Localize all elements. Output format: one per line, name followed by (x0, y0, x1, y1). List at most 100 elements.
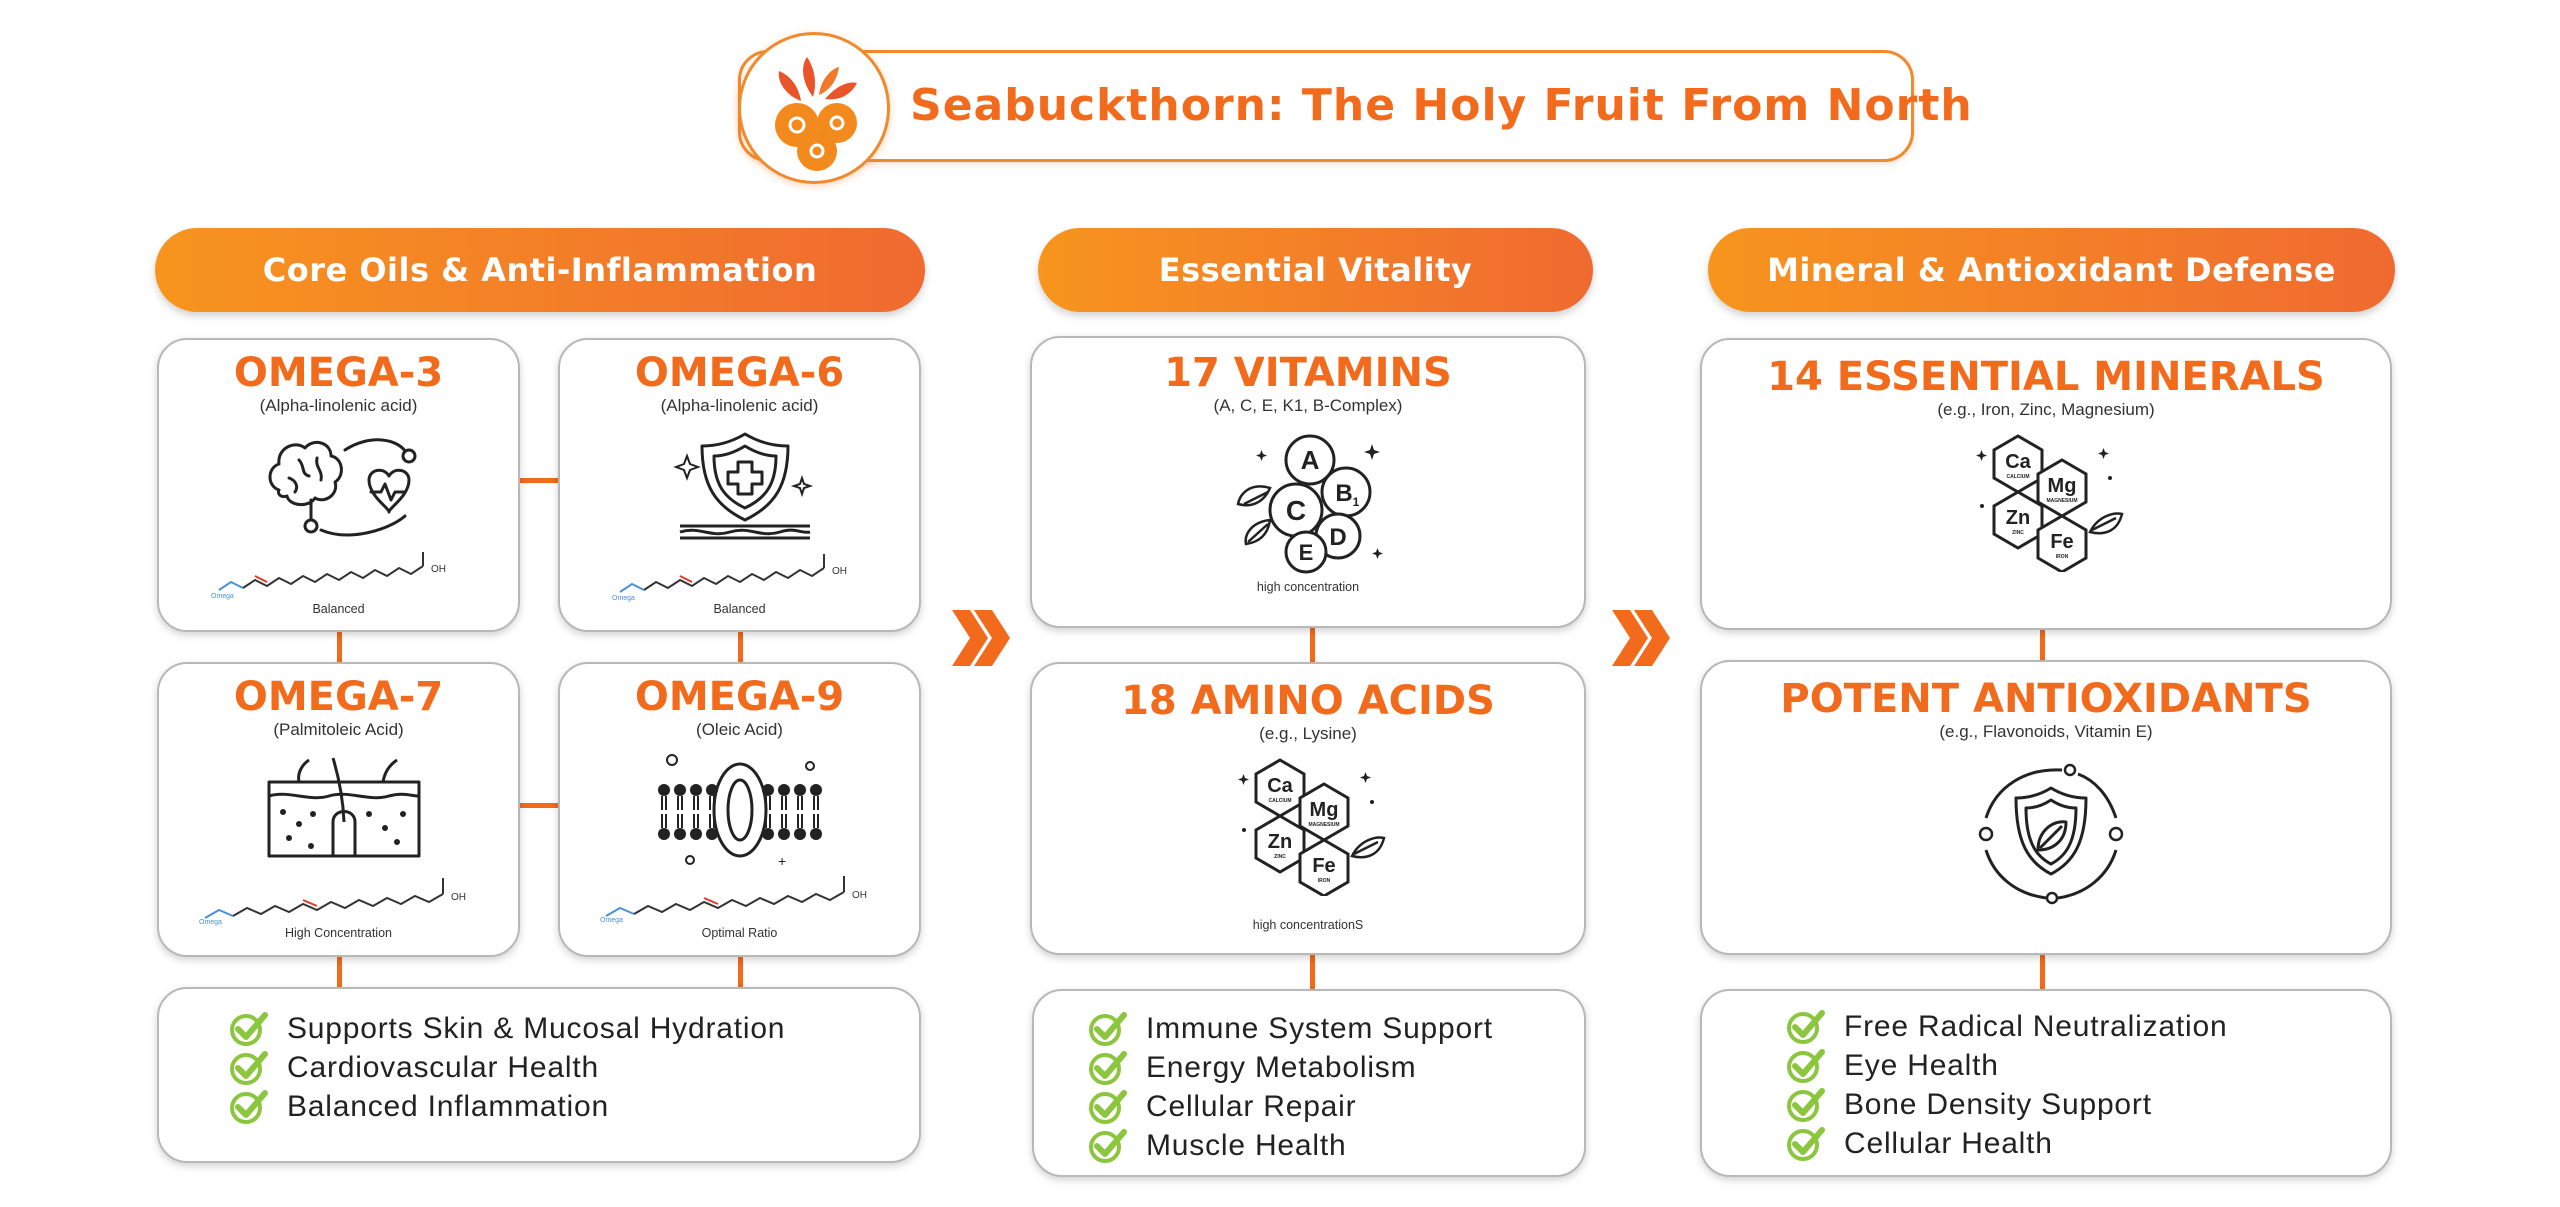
benefit-item: Immune System Support (1088, 1009, 1493, 1048)
card-title: 18 AMINO ACIDS (1121, 678, 1495, 724)
benefit-item: Supports Skin & Mucosal Hydration (229, 1009, 785, 1048)
element-name: MAGNESIUM (1308, 822, 1339, 828)
connector (738, 632, 743, 662)
check-icon (1787, 1048, 1825, 1083)
card-title: OMEGA-6 (634, 350, 845, 396)
card-subtitle: (e.g., Lysine) (1259, 724, 1357, 743)
card-subtitle: (Alpha-linolenic acid) (660, 396, 819, 415)
svg-text:1: 1 (1353, 495, 1360, 509)
svg-text:OH: OH (451, 892, 466, 903)
antioxidant-benefits-card: Free Radical Neutralization Eye Health B… (1700, 989, 2392, 1177)
vitamins-card: 17 VITAMINS (A, C, E, K1, B-Complex) A B… (1030, 336, 1586, 628)
antioxidants-card: POTENT ANTIOXIDANTS (e.g., Flavonoids, V… (1700, 660, 2392, 955)
benefit-item: Energy Metabolism (1088, 1048, 1493, 1087)
structure-label: Omega (211, 593, 234, 600)
card-subtitle: (e.g., Iron, Zinc, Magnesium) (1937, 400, 2155, 419)
check-icon (1089, 1050, 1127, 1085)
element-symbol: Fe (2050, 531, 2073, 553)
check-icon (230, 1089, 268, 1124)
vitamin-letter: B (1335, 480, 1352, 507)
check-icon (1787, 1126, 1825, 1161)
element-symbol: Zn (1268, 831, 1292, 853)
shield-leaf-icon (1978, 763, 2124, 905)
benefit-item: Bone Density Support (1786, 1085, 2227, 1124)
svg-text:+: + (778, 853, 786, 868)
card-title: OMEGA-9 (634, 674, 845, 720)
connector (2040, 955, 2045, 989)
benefit-label: Cardiovascular Health (287, 1050, 599, 1084)
connector (738, 957, 743, 987)
benefit-item: Balanced Inflammation (229, 1087, 785, 1126)
minerals-card: 14 ESSENTIAL MINERALS (e.g., Iron, Zinc,… (1700, 338, 2392, 630)
benefits-list: Free Radical Neutralization Eye Health B… (1786, 1007, 2227, 1163)
benefit-item: Free Radical Neutralization (1786, 1007, 2227, 1046)
check-icon (1089, 1128, 1127, 1163)
card-caption: high concentration (1256, 580, 1360, 594)
amino-acids-card: 18 AMINO ACIDS (e.g., Lysine) Ca CALCIUM… (1030, 662, 1586, 955)
structure-label: Omega (600, 917, 623, 924)
card-caption: Balanced (713, 602, 766, 616)
svg-text:OH: OH (431, 564, 446, 575)
page-title: Seabuckthorn: The Holy Fruit From North (910, 80, 1973, 131)
benefit-item: Cellular Repair (1088, 1087, 1493, 1126)
vitamin-letter: E (1299, 540, 1314, 565)
double-chevron-right-icon (952, 610, 1010, 666)
connector (520, 478, 558, 483)
benefit-label: Balanced Inflammation (287, 1089, 609, 1123)
card-subtitle: (Alpha-linolenic acid) (259, 396, 418, 415)
benefit-label: Supports Skin & Mucosal Hydration (287, 1011, 786, 1045)
card-caption: Optimal Ratio (701, 926, 778, 940)
connector (1310, 628, 1315, 662)
fatty-acid-structure-icon: OH Omega (199, 878, 466, 926)
card-subtitle: (A, C, E, K1, B-Complex) (1213, 396, 1403, 415)
omega-6-card: OMEGA-6 (Alpha-linolenic acid) OH Omega … (558, 338, 921, 632)
vitality-benefits-card: Immune System Support Energy Metabolism … (1032, 989, 1586, 1177)
benefit-label: Eye Health (1844, 1048, 1999, 1082)
element-name: ZINC (1274, 854, 1286, 860)
card-title: 17 VITAMINS (1164, 350, 1452, 396)
minerals-hex-icon: Ca CALCIUM Mg MAGNESIUM Zn ZINC Fe IRON (1238, 758, 1386, 896)
element-name: CALCIUM (2006, 474, 2029, 480)
benefit-item: Cardiovascular Health (229, 1048, 785, 1087)
benefit-item: Cellular Health (1786, 1124, 2227, 1163)
card-title: 14 ESSENTIAL MINERALS (1767, 354, 2325, 400)
brain-heart-icon (268, 438, 417, 537)
fatty-acid-structure-icon: OH Omega (600, 876, 867, 924)
element-name: IRON (2056, 554, 2069, 560)
fatty-acid-structure-icon: OH Omega (211, 552, 446, 600)
omega-7-card: OMEGA-7 (Palmitoleic Acid) OH Omega High… (157, 662, 520, 957)
check-icon (1787, 1087, 1825, 1122)
shield-cross-icon (673, 432, 814, 540)
column-header-essential-vitality: Essential Vitality (1038, 228, 1593, 312)
column-header-mineral-antioxidant: Mineral & Antioxidant Defense (1708, 228, 2395, 312)
element-name: MAGNESIUM (2046, 498, 2077, 504)
benefit-label: Cellular Repair (1146, 1089, 1357, 1123)
card-subtitle: (e.g., Flavonoids, Vitamin E) (1939, 722, 2153, 741)
core-oils-benefits-card: Supports Skin & Mucosal Hydration Cardio… (157, 987, 921, 1163)
svg-text:OH: OH (832, 566, 847, 577)
connector (520, 803, 558, 808)
minerals-hex-icon: Ca CALCIUM Mg MAGNESIUM Zn ZINC Fe IRON (1976, 434, 2124, 572)
check-icon (230, 1011, 268, 1046)
skin-hair-icon (267, 757, 421, 858)
connector (337, 632, 342, 662)
fatty-acid-structure-icon: OH Omega (612, 554, 847, 602)
omega-3-card: OMEGA-3 (Alpha-linolenic acid) OH Omega … (157, 338, 520, 632)
structure-label: Omega (612, 595, 635, 602)
card-title: POTENT ANTIOXIDANTS (1780, 676, 2312, 722)
svg-text:OH: OH (852, 890, 867, 901)
element-symbol: Mg (2048, 475, 2077, 497)
element-name: ZINC (2012, 530, 2024, 536)
vitamin-letter: A (1301, 445, 1320, 475)
element-symbol: Ca (2005, 451, 2031, 473)
benefit-label: Energy Metabolism (1146, 1050, 1417, 1084)
vitamins-icon: A B C D E 1 (1236, 434, 1383, 574)
double-chevron-right-icon (1612, 610, 1670, 666)
connector (337, 957, 342, 987)
benefit-label: Bone Density Support (1844, 1087, 2152, 1121)
check-icon (1089, 1089, 1127, 1124)
card-subtitle: (Oleic Acid) (696, 720, 783, 739)
element-symbol: Mg (1310, 799, 1339, 821)
card-caption: High Concentration (284, 926, 392, 940)
card-title: OMEGA-3 (233, 350, 444, 396)
